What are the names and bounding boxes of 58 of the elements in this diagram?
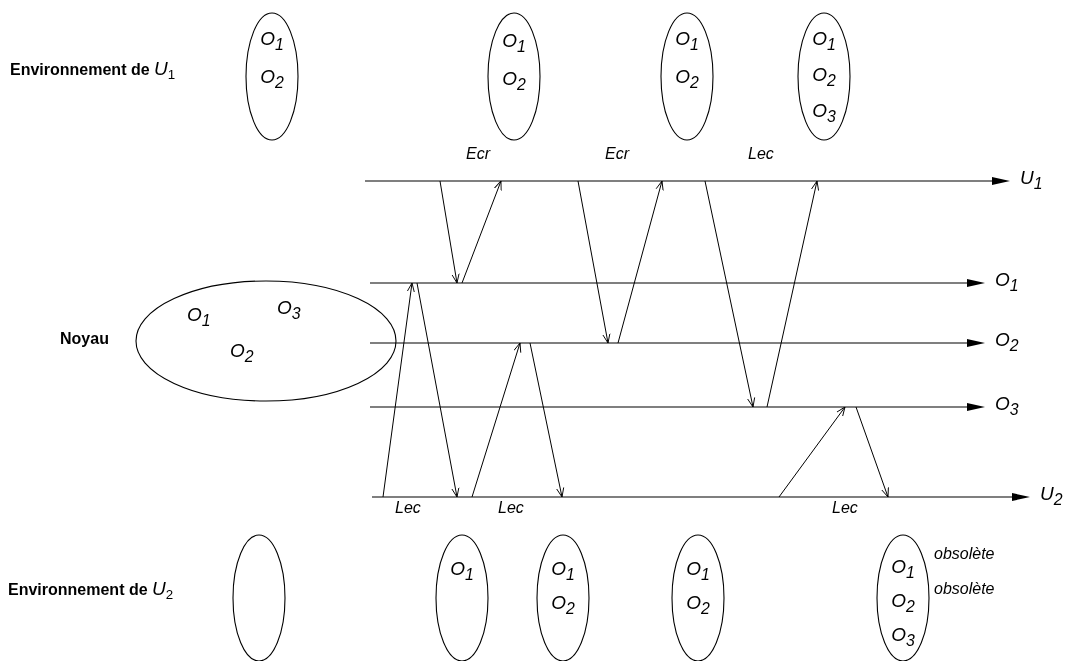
environment-label: Environnement de U$_{1}$ xyxy=(10,58,176,83)
message-arrow xyxy=(416,282,460,498)
status-note: obsolète xyxy=(934,545,995,563)
object-label: O$_{1}$ xyxy=(812,28,836,55)
operation-label: Ecr xyxy=(605,145,629,163)
kernel-ellipse xyxy=(135,280,397,402)
timeline-label: O$_{2}$ xyxy=(995,329,1019,356)
object-label: O$_{1}$ xyxy=(260,28,284,55)
object-label: O$_{3}$ xyxy=(812,99,836,127)
environment-ellipse xyxy=(487,12,541,141)
status-note: obsolète xyxy=(934,580,995,598)
object-label: O$_{1}$ xyxy=(502,30,526,57)
object-label: O$_{1}$ xyxy=(675,28,699,55)
object-label: O$_{2}$ xyxy=(260,65,284,93)
object-label: O$_{2}$ xyxy=(230,340,254,367)
message-arrow xyxy=(704,180,756,408)
object-label: O$_{2}$ xyxy=(812,63,836,91)
environment-label: Environnement de U$_{2}$ xyxy=(8,578,174,603)
operation-label: Lec xyxy=(832,499,858,517)
message-arrow xyxy=(471,342,522,498)
object-label: O$_{1}$ xyxy=(551,558,575,585)
message-arrow xyxy=(382,282,415,498)
operation-label: Lec xyxy=(498,499,524,517)
message-arrow xyxy=(766,180,819,408)
timeline-arrow xyxy=(370,402,985,412)
timeline-label: O$_{3}$ xyxy=(995,393,1019,420)
message-arrow xyxy=(617,180,664,344)
operation-label: Lec xyxy=(395,499,421,517)
message-arrow xyxy=(529,342,565,498)
object-label: O$_{2}$ xyxy=(675,65,699,93)
timeline-label: U$_{2}$ xyxy=(1040,483,1063,510)
message-arrow xyxy=(577,180,611,344)
object-label: O$_{2}$ xyxy=(891,589,915,617)
object-label: O$_{2}$ xyxy=(686,591,710,619)
object-label: O$_{1}$ xyxy=(891,556,915,583)
timeline-arrow xyxy=(370,278,985,288)
environment-ellipse xyxy=(797,12,851,141)
environment-ellipse xyxy=(660,12,714,141)
timeline-arrow xyxy=(365,176,1010,186)
timeline-label: U$_{1}$ xyxy=(1020,167,1043,194)
message-arrow xyxy=(778,406,846,498)
object-label: O$_{1}$ xyxy=(187,304,211,331)
object-label: O$_{1}$ xyxy=(450,558,474,585)
object-label: O$_{3}$ xyxy=(277,297,301,324)
timeline-arrow xyxy=(370,338,985,348)
message-arrow xyxy=(439,180,460,284)
timeline-arrow xyxy=(372,492,1030,502)
object-label: O$_{1}$ xyxy=(686,558,710,585)
environment-ellipse xyxy=(245,12,299,141)
timeline-label: O$_{1}$ xyxy=(995,269,1019,296)
object-label: O$_{2}$ xyxy=(502,67,526,95)
operation-label: Lec xyxy=(748,145,774,163)
object-label: O$_{3}$ xyxy=(891,623,915,651)
message-arrow xyxy=(855,406,889,498)
object-label: O$_{2}$ xyxy=(551,591,575,619)
operation-label: Ecr xyxy=(466,145,490,163)
kernel-label: Noyau xyxy=(60,330,109,348)
message-arrow xyxy=(461,180,502,284)
